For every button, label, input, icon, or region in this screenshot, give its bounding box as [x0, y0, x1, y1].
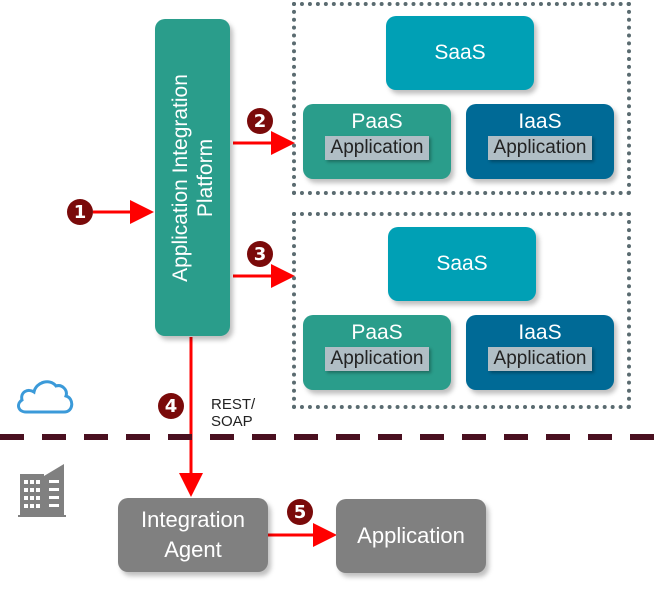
step-badge-2: 2 [247, 108, 273, 134]
platform-label-line1: Application Integration [168, 73, 192, 282]
step-badge-3: 3 [247, 241, 273, 267]
saas-box-1[interactable]: SaaS [386, 16, 534, 90]
step-badge-1: 1 [67, 199, 93, 225]
agent-label-line2: Agent [164, 537, 222, 562]
saas-label: SaaS [436, 252, 488, 275]
iaas-label: IaaS [518, 321, 562, 344]
agent-label-line1: Integration [141, 507, 245, 532]
iaas-box-1[interactable]: IaaS Application [466, 104, 614, 179]
protocol-label: REST/ SOAP [211, 396, 255, 430]
platform-label: Application Integration Platform [168, 74, 218, 282]
integration-agent[interactable]: Integration Agent [118, 498, 268, 572]
cloud-icon [17, 380, 74, 414]
platform-label-line2: Platform [193, 138, 217, 217]
onprem-application[interactable]: Application [336, 499, 486, 573]
paas-box-2[interactable]: PaaS Application [303, 315, 451, 390]
paas-application[interactable]: Application [324, 136, 430, 160]
saas-label: SaaS [434, 41, 486, 64]
building-icon [18, 464, 66, 517]
step-badge-5: 5 [287, 499, 313, 525]
step-badge-4: 4 [158, 393, 184, 419]
iaas-box-2[interactable]: IaaS Application [466, 315, 614, 390]
paas-box-1[interactable]: PaaS Application [303, 104, 451, 179]
paas-label: PaaS [351, 321, 403, 344]
cloud-group-1 [292, 2, 631, 195]
protocol-label-line1: REST/ [211, 396, 256, 413]
onprem-application-label: Application [357, 523, 465, 548]
paas-label: PaaS [351, 110, 403, 133]
iaas-application[interactable]: Application [487, 347, 593, 371]
cloud-group-2 [292, 212, 631, 409]
iaas-label: IaaS [518, 110, 562, 133]
saas-box-2[interactable]: SaaS [388, 227, 536, 301]
paas-application[interactable]: Application [324, 347, 430, 371]
protocol-label-line2: SOAP [211, 413, 253, 430]
iaas-application[interactable]: Application [487, 136, 593, 160]
application-integration-platform[interactable]: Application Integration Platform [155, 19, 230, 336]
